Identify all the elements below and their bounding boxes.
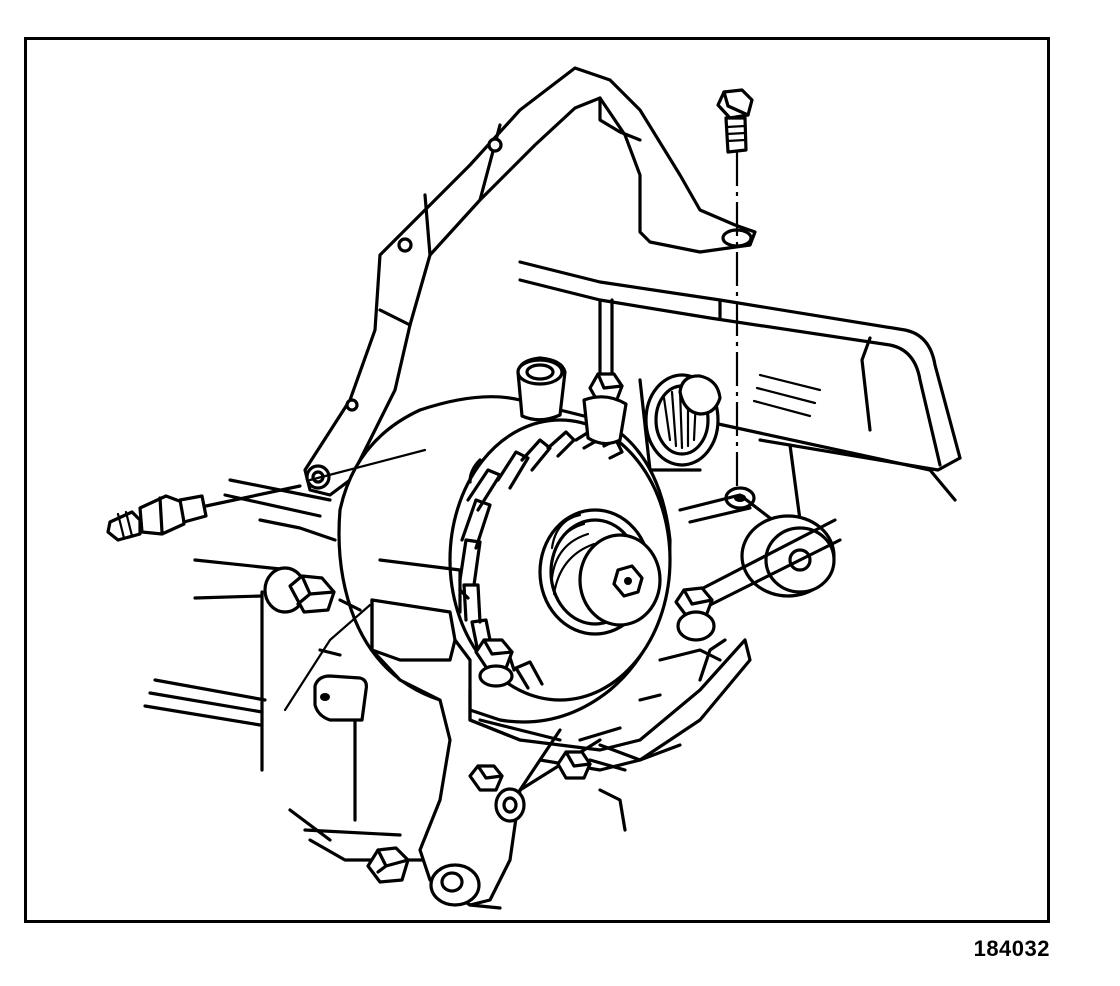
leader-line-upper [308,448,427,482]
lower-right-bolt [556,750,627,780]
lower-left-boss [313,674,368,722]
power-steering-reservoir [638,373,722,472]
engine-valve-cover [518,260,962,522]
upper-bracket-bolt [716,88,756,510]
pulley-side-bolt [674,586,716,642]
leader-line-lower [283,603,372,712]
alternator-front-bolt [474,638,514,688]
left-stud-bolt [106,484,302,542]
idler-pulley [678,493,842,617]
alternator-pulley [538,508,662,636]
upper-mounting-bracket [303,66,757,497]
figure-id-label: 184032 [973,936,1050,961]
lower-mounting-bracket [370,558,752,910]
alternator-top-bolt [582,372,628,446]
bottom-left-nut [366,846,410,884]
left-bracket-nut [263,566,336,614]
alternator-cooling-slots [458,428,624,690]
lower-bracket-nut [468,764,504,792]
